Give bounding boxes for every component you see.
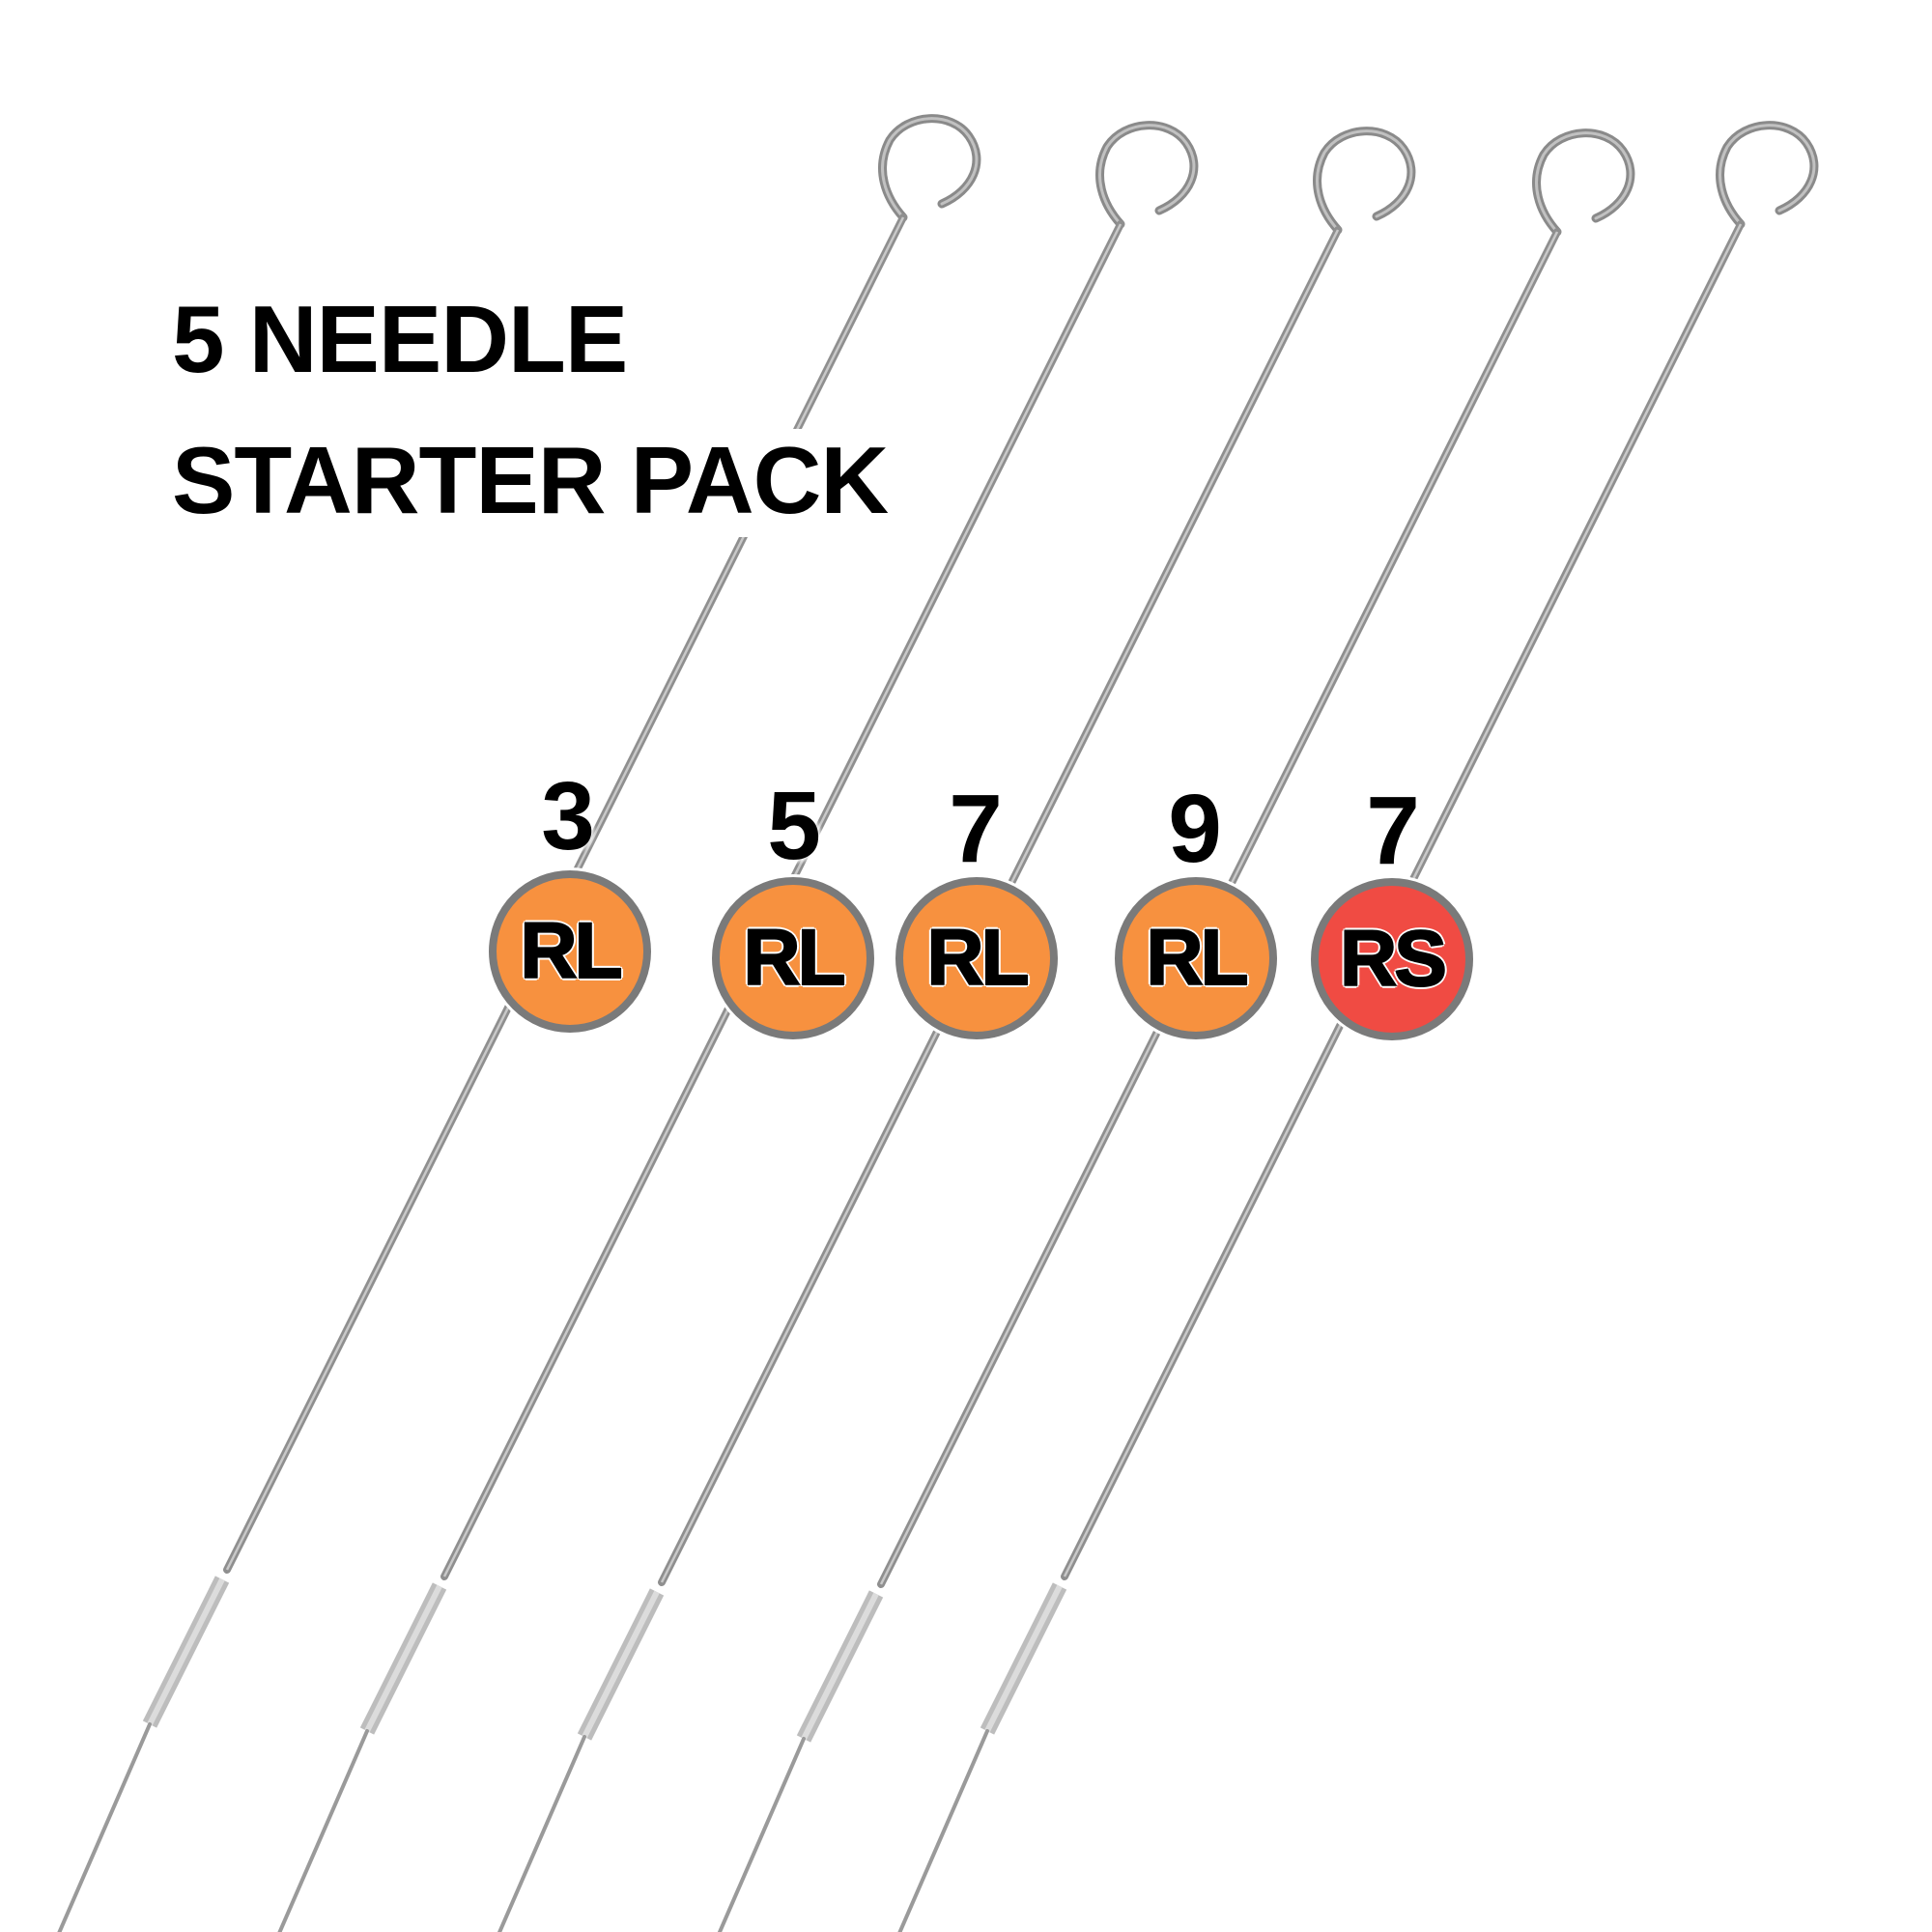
needle-type-badge-4: RL: [1115, 877, 1277, 1039]
needle-2: [242, 126, 1194, 1932]
needle-count-5: 7: [1366, 777, 1420, 885]
needle-type-badge-3: RL: [895, 877, 1058, 1039]
needle-type-label-4: RL: [1145, 913, 1249, 1003]
needle-type-label-1: RL: [519, 906, 623, 996]
needle-count-2: 5: [767, 772, 821, 880]
needle-3: [459, 131, 1411, 1932]
needle-type-label-3: RL: [925, 913, 1030, 1003]
needle-type-label-2: RL: [742, 913, 846, 1003]
title-line-2: STARTER PACK: [166, 429, 896, 537]
needle-count-3: 7: [949, 775, 1003, 883]
title-line-1: 5 NEEDLE: [166, 288, 636, 396]
needle-count-1: 3: [541, 762, 595, 870]
needle-type-badge-1: RL: [489, 870, 651, 1033]
needle-count-4: 9: [1168, 775, 1222, 883]
needle-type-badge-2: RL: [712, 877, 874, 1039]
needle-type-badge-5: RS: [1311, 878, 1473, 1040]
needle-type-label-5: RS: [1339, 914, 1448, 1004]
